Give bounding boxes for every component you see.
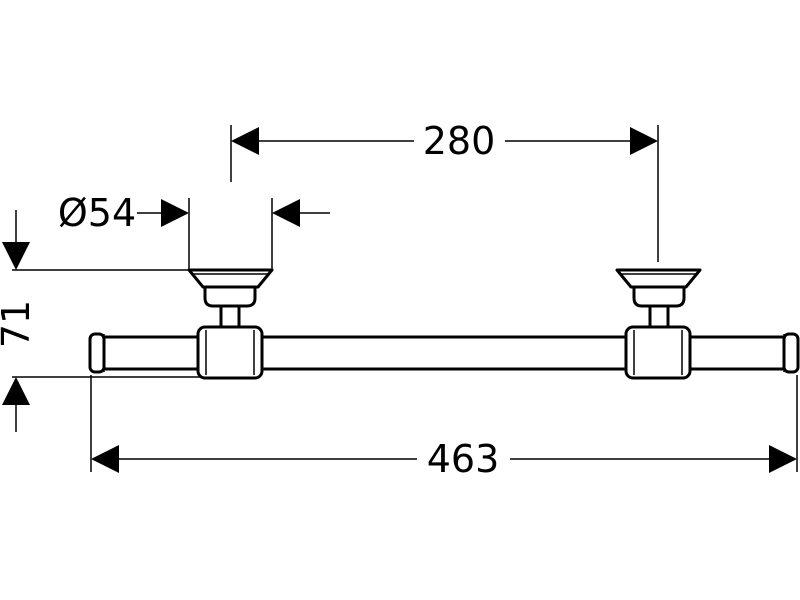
end-cap-right bbox=[782, 332, 800, 374]
wall-flange bbox=[615, 268, 702, 289]
arrowhead-left bbox=[231, 127, 259, 155]
arrowhead-right bbox=[272, 199, 300, 227]
rail-coupling bbox=[196, 325, 264, 380]
arrowhead-left bbox=[91, 445, 119, 473]
holder-left bbox=[187, 268, 274, 380]
dimension-projection: 71 bbox=[0, 210, 200, 432]
dimension-label-diameter: Ø54 bbox=[58, 191, 136, 235]
arrowhead-right bbox=[630, 127, 658, 155]
holder-collar bbox=[203, 283, 257, 308]
dimension-label-71: 71 bbox=[0, 300, 38, 348]
towel-bar-rail bbox=[88, 332, 800, 374]
rail-coupling bbox=[624, 325, 692, 380]
arrowhead-left bbox=[161, 199, 189, 227]
holder-right bbox=[615, 268, 702, 380]
dimension-rose-diameter: Ø54 bbox=[58, 191, 330, 270]
end-cap-left bbox=[88, 332, 106, 374]
arrowhead-top bbox=[2, 242, 30, 270]
dimension-label-280: 280 bbox=[423, 119, 496, 163]
arrowhead-right bbox=[769, 445, 797, 473]
wall-flange bbox=[187, 268, 274, 289]
dimension-overall-length: 463 bbox=[90, 375, 798, 481]
arrowhead-bottom bbox=[2, 377, 30, 405]
holder-collar bbox=[632, 283, 686, 308]
dimension-label-463: 463 bbox=[427, 437, 500, 481]
dimension-center-distance: 280 bbox=[230, 119, 659, 262]
